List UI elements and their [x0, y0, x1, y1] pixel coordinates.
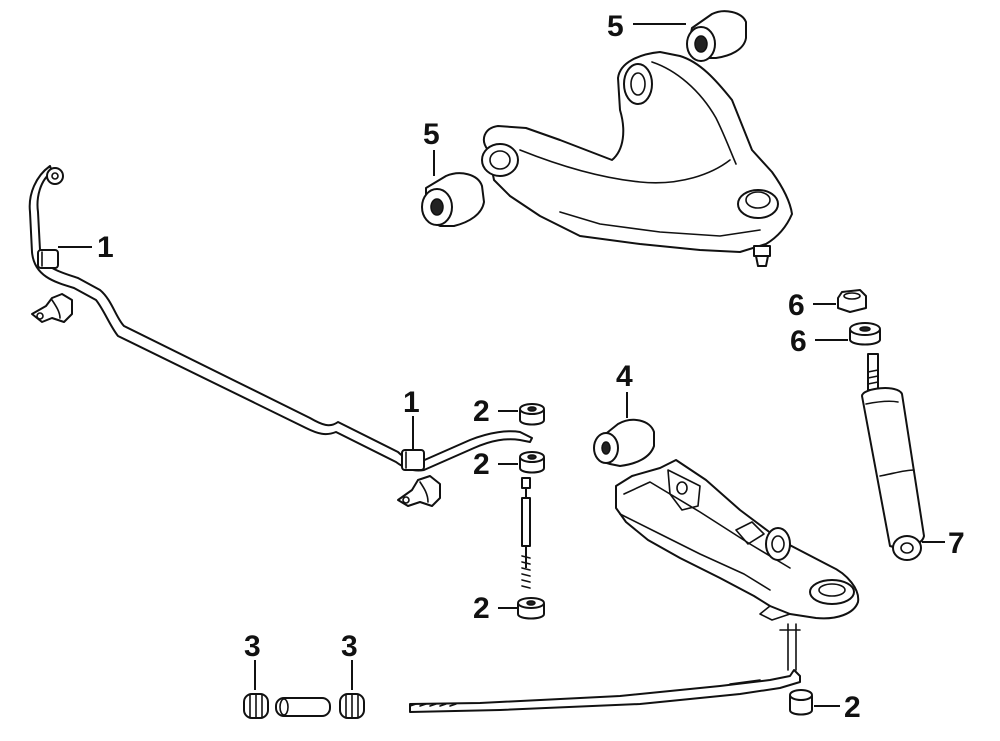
- lower-control-arm: [615, 459, 860, 621]
- upper-arm-bushing-top: [686, 10, 747, 62]
- stabilizer-bar: [28, 165, 533, 472]
- callout-6-upper-shock-bushing: 6: [788, 289, 836, 322]
- shock-mount-bushing-upper: [837, 289, 867, 313]
- stabilizer-bracket-right: [397, 475, 441, 507]
- callout-1-right-bushing: 1: [403, 386, 420, 450]
- tension-rod-collar: [275, 697, 331, 717]
- callout-2-middle-link-bushing: 2: [473, 448, 518, 481]
- callout-number: 4: [616, 360, 633, 393]
- callout-number: 6: [790, 325, 807, 358]
- callout-number: 1: [97, 231, 114, 264]
- stabilizer-bushing-left: [37, 249, 59, 269]
- tension-rod: [409, 623, 801, 713]
- lower-arm-bushing: [593, 418, 655, 467]
- callout-number: 2: [473, 592, 490, 625]
- stabilizer-bracket-left: [31, 293, 73, 323]
- link-bushing-upper: [519, 403, 545, 426]
- tension-rod-bushing-left: [243, 693, 269, 719]
- callout-6-lower-shock-bushing: 6: [790, 325, 848, 358]
- callout-7-shock-absorber: 7: [922, 527, 965, 560]
- shock-mount-bushing-lower: [849, 322, 881, 346]
- callout-5-upper-arm-bushing-top: 5: [607, 10, 686, 43]
- shock-absorber: [861, 353, 925, 561]
- callout-number: 5: [607, 10, 624, 43]
- callout-number: 5: [423, 118, 440, 151]
- callout-number: 7: [948, 527, 965, 560]
- callout-4-lower-arm-bushing: 4: [616, 360, 633, 418]
- callout-number: 2: [473, 448, 490, 481]
- upper-arm-bushing-side: [421, 172, 485, 227]
- callout-number: 2: [473, 395, 490, 428]
- callout-2-tension-rod-bushing: 2: [814, 691, 861, 724]
- callout-number: 3: [341, 630, 358, 663]
- callout-number: 6: [788, 289, 805, 322]
- callout-5-upper-arm-bushing-side: 5: [423, 118, 440, 176]
- tension-rod-nut-bushing: [789, 689, 813, 716]
- callout-number: 1: [403, 386, 420, 419]
- callout-3-left-rod-bushing: 3: [244, 630, 261, 690]
- callout-2-lower-link-bushing: 2: [473, 592, 518, 625]
- callout-number: 2: [844, 691, 861, 724]
- tension-rod-bushing-right: [339, 693, 365, 719]
- callout-1-left-bushing: 1: [58, 231, 114, 264]
- upper-control-arm: [481, 51, 793, 267]
- callout-number: 3: [244, 630, 261, 663]
- link-bushing-middle: [519, 451, 545, 474]
- stabilizer-link-bolt: [521, 477, 531, 589]
- stabilizer-bushing-right: [401, 449, 425, 471]
- callout-2-upper-link-bushing: 2: [473, 395, 518, 428]
- link-bushing-lower: [517, 597, 545, 620]
- callout-3-right-rod-bushing: 3: [341, 630, 358, 690]
